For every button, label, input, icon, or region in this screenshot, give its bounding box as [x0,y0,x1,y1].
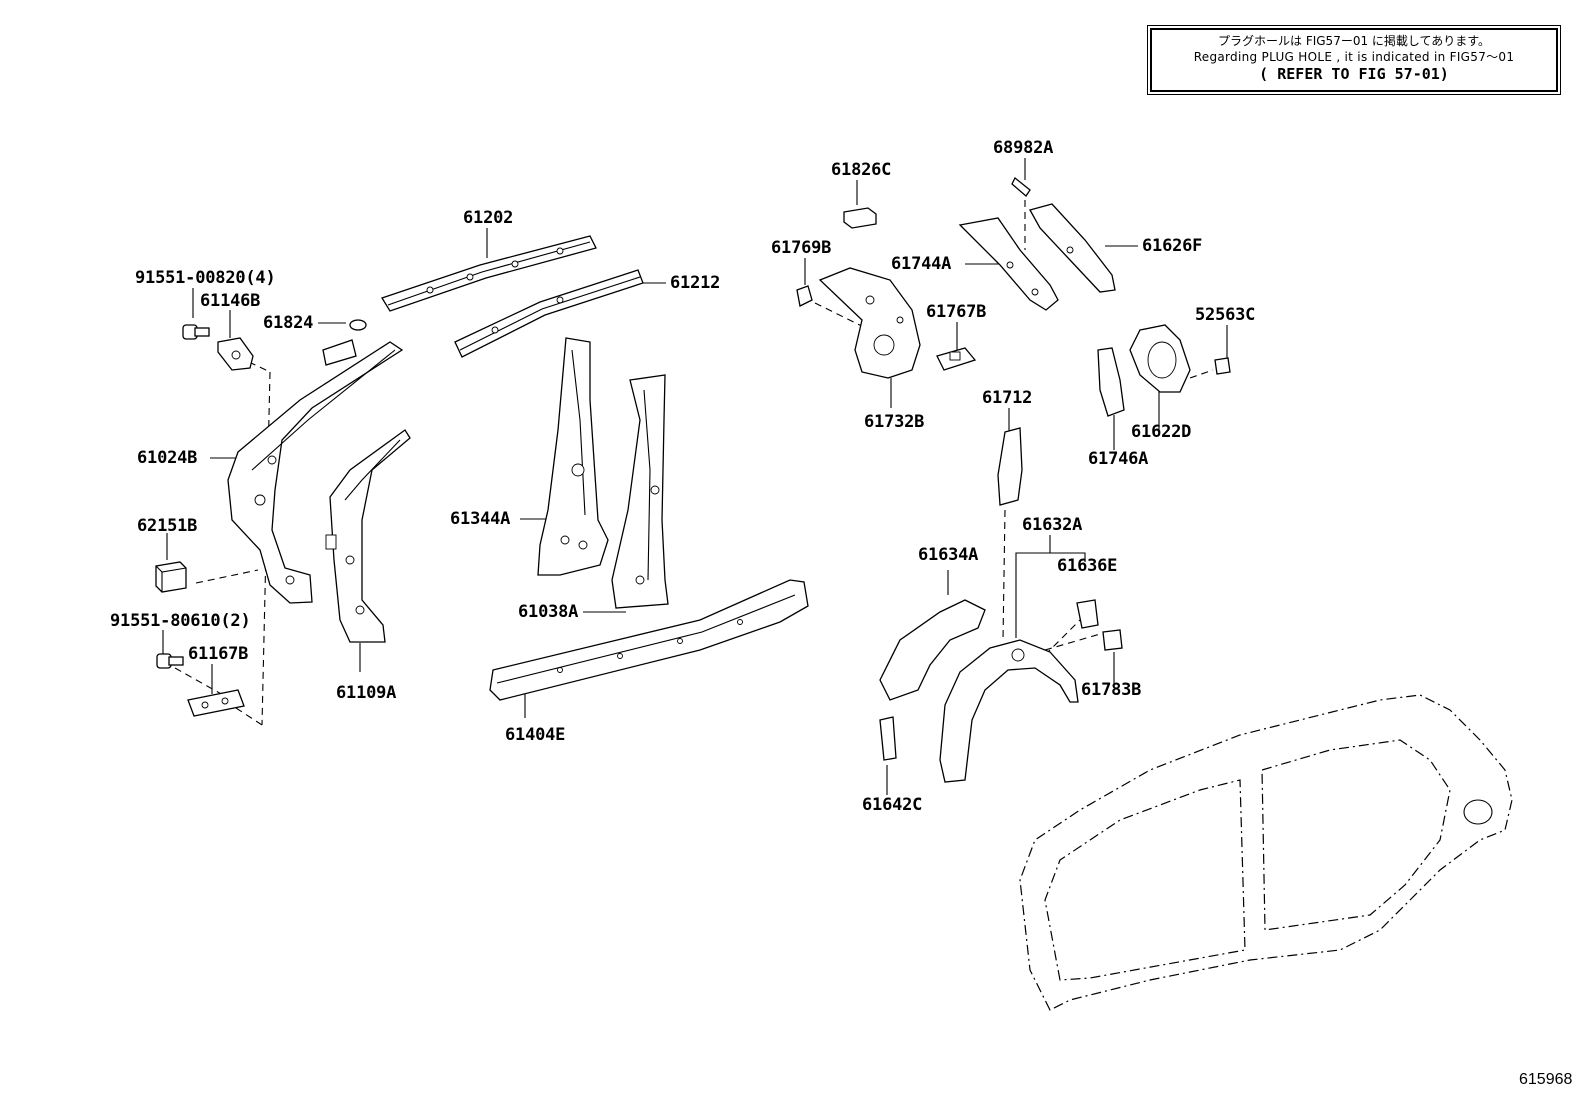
bracket-61744a [958,217,1059,311]
quarter-inner-61732b [818,267,921,379]
label-62151b[interactable]: 62151B [137,516,198,536]
label-61769b[interactable]: 61769B [771,238,832,258]
leader-lines [162,158,1228,795]
label-61632a[interactable]: 61632A [1022,515,1083,535]
label-61636e[interactable]: 61636E [1057,556,1118,576]
label-61826c[interactable]: 61826C [831,160,892,180]
reinforcement-61712 [997,427,1023,506]
center-pillar-outer-61038a [611,374,669,609]
pillar-inner-61109a [325,429,411,643]
label-91551-00820[interactable]: 91551-00820(4) [135,268,276,288]
rocker-61404e [489,579,809,701]
note-japanese: プラグホールは FIG57ー01 に掲載してあります。 [1218,34,1490,48]
block-62151b [155,561,187,593]
plug-61824 [349,319,367,331]
label-61024b[interactable]: 61024B [137,448,198,468]
note-box: プラグホールは FIG57ー01 に掲載してあります。 Regarding PL… [1147,25,1561,95]
label-61109a[interactable]: 61109A [336,683,397,703]
bolt-91551-00820 [182,324,210,340]
block-61783b [1102,629,1123,651]
clip-68982a [1011,176,1031,197]
label-61622d[interactable]: 61622D [1131,422,1192,442]
label-52563c[interactable]: 52563C [1195,305,1256,325]
bolt-91551-80610 [156,653,184,669]
label-91551-80610[interactable]: 91551-80610(2) [110,611,251,631]
roof-rail-61202 [381,235,597,312]
label-61626f[interactable]: 61626F [1142,236,1203,256]
bracket-61167b [187,689,245,717]
label-61712[interactable]: 61712 [982,388,1033,408]
label-61767b[interactable]: 61767B [926,302,987,322]
label-61824[interactable]: 61824 [263,313,314,333]
center-pillar-61344a [537,337,609,576]
bracket-61146b [217,337,254,371]
label-61038a[interactable]: 61038A [518,602,579,622]
label-61732b[interactable]: 61732B [864,412,925,432]
label-61344a[interactable]: 61344A [450,509,511,529]
note-refer: ( REFER TO FIG 57-01) [1259,65,1449,83]
clip-52563c [1214,357,1231,375]
gusset-61746a [1097,347,1125,417]
label-61783b[interactable]: 61783B [1081,680,1142,700]
label-61744a[interactable]: 61744A [891,254,952,274]
label-68982a[interactable]: 68982A [993,138,1054,158]
label-61746a[interactable]: 61746A [1088,449,1149,469]
clip-61769b [796,285,813,307]
label-61642c[interactable]: 61642C [862,795,923,815]
label-61202[interactable]: 61202 [463,208,514,228]
bracket-61767b [936,347,977,371]
label-61404e[interactable]: 61404E [505,725,566,745]
note-english: Regarding PLUG HOLE , it is indicated in… [1193,50,1515,64]
label-61634a[interactable]: 61634A [918,545,979,565]
block-61826c [843,207,877,229]
bracket-61642c [879,716,897,761]
wheel-housing-outer-61632a [939,639,1079,783]
roof-rail-inner-61212 [454,269,644,358]
wheel-house-61622d [1129,324,1191,393]
body-side-outline [1019,694,1513,1011]
figure-id: 615968 [1519,1071,1573,1088]
wheel-housing-61634a [879,599,986,701]
label-61212[interactable]: 61212 [670,273,721,293]
rail-61626f [1029,203,1116,293]
bracket-61636e [1076,599,1099,629]
label-61146b[interactable]: 61146B [200,291,261,311]
label-61167b[interactable]: 61167B [188,644,249,664]
front-pillar-61024b [227,339,404,604]
